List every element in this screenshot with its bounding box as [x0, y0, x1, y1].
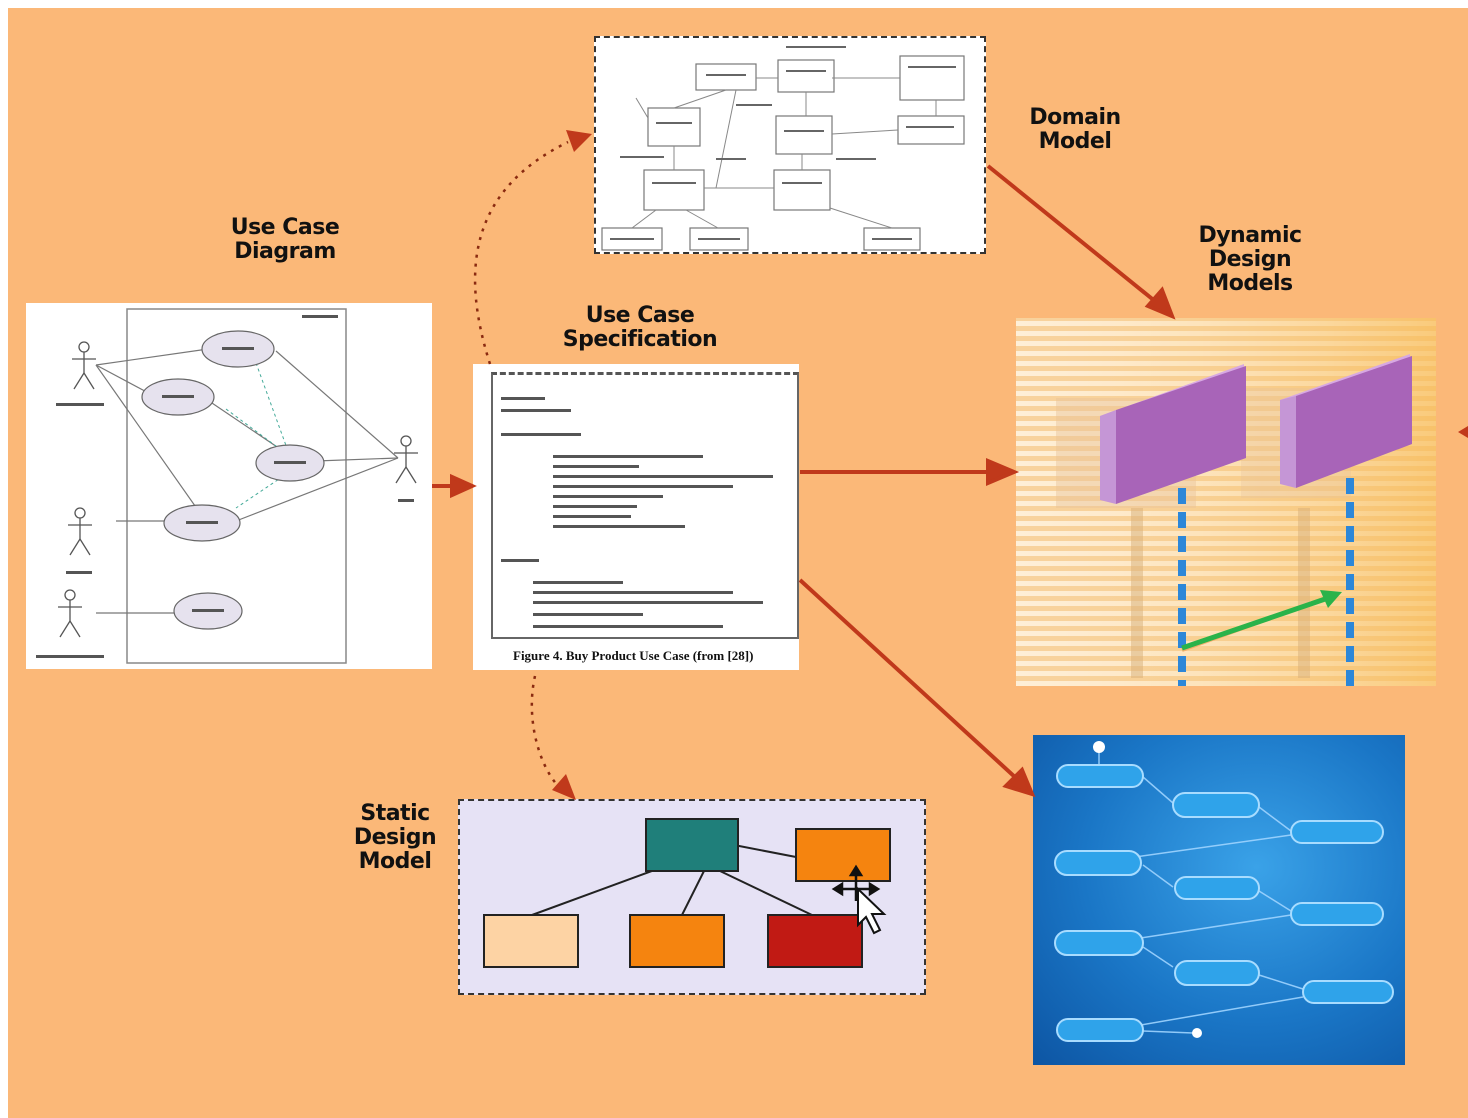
flow-diagram-graphic [1054, 741, 1394, 1042]
static-class-graphic [483, 818, 891, 968]
mouse-cursor-icon [857, 886, 887, 935]
actor-icon [394, 435, 418, 484]
label-dynamic-design-models: Dynamic Design Models [1198, 223, 1302, 296]
specification-document [491, 372, 799, 639]
use-case-diagram-panel [26, 303, 432, 669]
label-static-design-model: Static Design Model [353, 801, 437, 874]
sequence-diagram-graphic [1016, 318, 1436, 686]
flow-model-panel [1033, 735, 1405, 1065]
actor-icon [58, 589, 82, 638]
static-model-panel [458, 799, 926, 995]
label-use-case-diagram: Use Case Diagram [230, 215, 340, 264]
domain-class-diagram [601, 46, 965, 251]
use-case-specification-panel: Figure 4. Buy Product Use Case (from [28… [473, 364, 799, 670]
sequence-model-panel [1016, 318, 1436, 686]
move-icon [831, 864, 881, 901]
actor-icon [72, 341, 96, 390]
domain-model-panel [594, 36, 986, 254]
label-domain-model: Domain Model [1029, 105, 1121, 154]
actor-icon [68, 507, 92, 556]
spec-figure-caption: Figure 4. Buy Product Use Case (from [28… [513, 648, 754, 663]
use-case-diagram-graphic [36, 308, 418, 664]
label-use-case-specification: Use Case Specification [562, 303, 718, 352]
